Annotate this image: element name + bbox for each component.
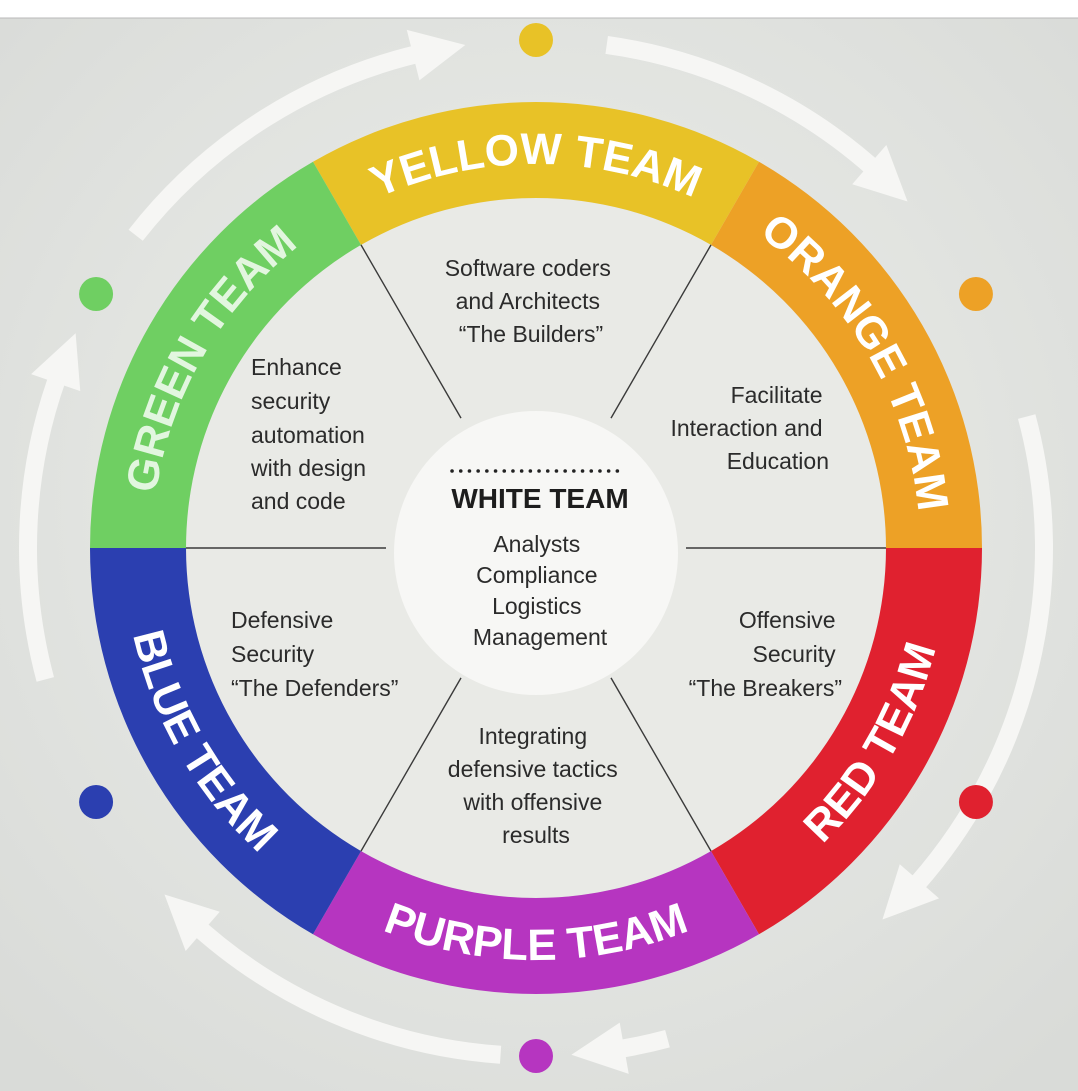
cycle-arrow-shaft [183, 912, 502, 1064]
segment-divider-line [360, 244, 462, 419]
yellow-team-dot [519, 23, 553, 57]
orange-desc-line: Facilitate [731, 382, 823, 408]
purple-desc-line: with offensive [462, 789, 602, 815]
cycle-arrow-shaft [605, 36, 889, 184]
cycle-arrow-shaft [19, 362, 71, 682]
green-team-description: Enhance security automation with design … [250, 354, 372, 514]
orange-team-dot [958, 277, 993, 311]
segment-dividers [186, 244, 886, 852]
red-desc-line: Offensive [739, 607, 836, 633]
cycle-arrow-shaft [900, 414, 1053, 901]
cycle-arrow-head [852, 144, 908, 202]
purple-desc-line: Integrating [478, 723, 587, 749]
blue-team-dot [79, 785, 114, 819]
cycle-arrow-head [406, 29, 466, 81]
yellow-team-description: Software coders and Architects “The Buil… [445, 255, 618, 347]
yellow-team-ring-segment [313, 101, 759, 245]
cycle-arrow-head [882, 864, 940, 920]
yellow-desc-line: and Architects [456, 288, 600, 314]
blue-desc-line: Security [231, 641, 315, 667]
cycle-arrow-shaft [128, 42, 433, 241]
red-desc-line: Security [753, 641, 837, 667]
white-team-hub [394, 411, 678, 695]
red-desc-line: “The Breakers” [689, 675, 842, 701]
white-team-role: Analysts [493, 531, 580, 557]
green-desc-line: and code [251, 488, 346, 514]
orange-desc-line: Education [727, 448, 829, 474]
green-desc-line: Enhance [251, 354, 342, 380]
green-team-ring-segment [90, 161, 361, 548]
blue-team-ring-segment [90, 548, 361, 935]
yellow-desc-line: “The Builders” [459, 321, 603, 347]
purple-desc-line: defensive tactics [448, 756, 618, 782]
purple-desc-line: results [502, 822, 570, 848]
cycle-arrow-head [164, 894, 220, 952]
cycle-dots [79, 23, 993, 1073]
red-team-description: Offensive Security “The Breakers” [689, 607, 842, 701]
green-desc-line: automation [251, 422, 365, 448]
purple-team-ring-segment [313, 851, 759, 994]
orange-team-ring-segment [711, 161, 982, 548]
red-team-dot [958, 785, 993, 819]
cycle-arrow-head [571, 1022, 629, 1074]
white-team-roles: Analysts Compliance Logistics Management [473, 531, 608, 650]
purple-team-dot [519, 1039, 553, 1073]
green-team-dot [79, 277, 114, 311]
blue-team-description: Defensive Security “The Defenders” [231, 607, 398, 701]
yellow-desc-line: Software coders [445, 255, 611, 281]
purple-team-description: Integrating defensive tactics with offen… [448, 723, 624, 848]
white-team-title: WHITE TEAM [451, 483, 628, 514]
segment-divider-line [360, 677, 462, 852]
white-team-role: Logistics [492, 593, 581, 619]
segment-divider-line [610, 244, 712, 419]
white-team-role: Management [473, 624, 608, 650]
orange-team-description: Facilitate Interaction and Education [670, 382, 829, 474]
segment-divider-line [610, 677, 712, 852]
green-desc-line: with design [250, 455, 366, 481]
color-ring [90, 101, 982, 994]
red-team-ring-segment [711, 548, 982, 935]
blue-desc-line: Defensive [231, 607, 333, 633]
blue-desc-line: “The Defenders” [231, 675, 398, 701]
green-desc-line: security [251, 388, 331, 414]
white-team-role: Compliance [476, 562, 597, 588]
cycle-arrow-head [31, 333, 81, 392]
cycle-arrows [19, 29, 1053, 1074]
orange-desc-line: Interaction and [670, 415, 822, 441]
